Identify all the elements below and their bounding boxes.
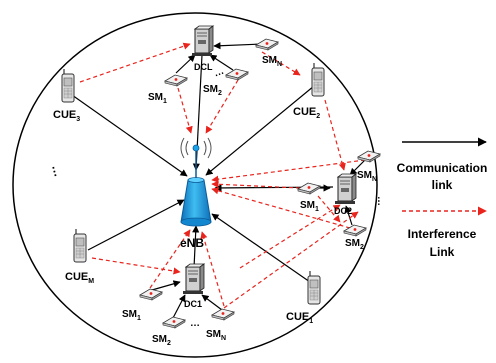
cuem-label: CUEM xyxy=(65,271,94,285)
sm-dc1-n-icon xyxy=(211,308,235,321)
cue3-phone-icon xyxy=(61,68,75,103)
sm-dcl-2-label: SM2 xyxy=(203,84,222,97)
dc2-ellipsis: … xyxy=(375,196,386,206)
cuem-phone-icon xyxy=(73,228,87,263)
sm-dcl-1-icon xyxy=(164,74,188,87)
cue2-phone-icon xyxy=(311,62,325,97)
enb-label: eNB xyxy=(180,236,204,250)
sm-dc1-2-icon xyxy=(162,316,186,329)
dc2-device xyxy=(334,173,357,205)
cue1-phone-icon xyxy=(307,270,321,305)
cue3-label: CUE3 xyxy=(53,109,80,123)
dc1-ellipsis: … xyxy=(190,318,200,329)
sm-dc2-2-label: SM2 xyxy=(345,238,364,251)
cue2-label: CUE2 xyxy=(293,106,320,120)
comm-link-cue3 xyxy=(71,94,188,177)
sm-dc1-2-label: SM2 xyxy=(152,334,171,347)
sm-dc2-1-icon xyxy=(297,182,321,195)
cue1-label: CUE1 xyxy=(286,311,313,325)
sm-dc1-1-icon xyxy=(139,288,163,301)
sm-dcl-n-icon xyxy=(255,38,279,51)
sm-dc2-1-label: SM1 xyxy=(300,200,319,213)
sm-dcl-2-icon xyxy=(225,68,249,81)
dcl-label: DCL xyxy=(194,62,213,72)
dc1-device xyxy=(182,263,205,295)
legend-communication-label-2: link xyxy=(432,178,453,192)
legend: Communication link Interference Link xyxy=(397,137,488,259)
cue-ellipsis: … xyxy=(49,163,66,178)
legend-interference-label-1: Interference xyxy=(408,227,477,241)
comm-link-cuem xyxy=(87,199,185,251)
comm-link-cue2 xyxy=(205,85,315,176)
sm-dc1-1-label: SM1 xyxy=(122,309,141,322)
comm-link-cue1 xyxy=(211,213,311,283)
interference-links xyxy=(79,42,366,309)
dcl-device xyxy=(191,25,214,57)
legend-interference-label-2: Link xyxy=(430,245,455,259)
cell-boundary xyxy=(12,12,378,358)
comm-link-dc1 xyxy=(192,225,200,269)
dcl-ellipsis: … xyxy=(212,66,225,80)
sm-dcl-n-label: SMN xyxy=(262,55,282,68)
sm-dcl-1-label: SM1 xyxy=(148,92,167,105)
enb-tower xyxy=(180,137,212,227)
dc1-label: DC1 xyxy=(184,299,202,309)
comm-link-dcl xyxy=(192,54,203,171)
legend-communication-label-1: Communication xyxy=(397,161,488,175)
sm-dc1-n-label: SMN xyxy=(206,329,226,342)
sm-dc2-n-label: SMN xyxy=(357,170,377,183)
dc2-label: DC2 xyxy=(334,206,352,216)
